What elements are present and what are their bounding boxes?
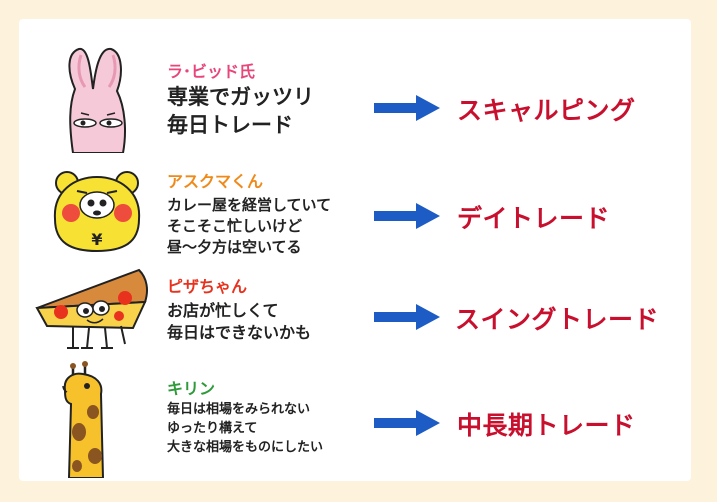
right-arrow-icon	[374, 95, 440, 121]
character-name: アスクマくん	[167, 172, 264, 191]
right-arrow-icon	[374, 304, 440, 330]
bear-icon: ¥	[53, 171, 141, 253]
giraffe-text: キリン 毎日は相場をみられない ゆったり構えて 大きな相場をものにしたい	[167, 380, 323, 457]
row-rabbit: ラ･ビッド氏 専業でガッツリ 毎日トレード スキャルピング	[19, 41, 691, 153]
description-line: お店が忙しくて	[167, 301, 279, 320]
character-description: お店が忙しくて 毎日はできないかも	[167, 300, 311, 344]
description-line: ゆったり構えて	[167, 421, 258, 436]
rabbit-text: ラ･ビッド氏 専業でガッツリ 毎日トレード	[167, 63, 314, 139]
description-line: 毎日はできないかも	[167, 323, 312, 342]
character-name: ピザちゃん	[167, 277, 248, 296]
right-arrow-icon	[374, 410, 440, 436]
giraffe-icon	[62, 361, 105, 478]
trade-style-label: スキャルピング	[457, 96, 636, 125]
character-description: カレー屋を経営していて そこそこ忙しいけど 昼〜夕方は空いてる	[167, 195, 331, 258]
description-line: 大きな相場をものにしたい	[167, 440, 324, 455]
bear-text: アスクマくん カレー屋を経営していて そこそこ忙しいけど 昼〜夕方は空いてる	[167, 173, 331, 258]
character-description: 専業でガッツリ 毎日トレード	[167, 83, 314, 139]
content-card: ラ･ビッド氏 専業でガッツリ 毎日トレード スキャルピング ¥ アスクマく	[19, 19, 691, 481]
pizza-icon	[35, 268, 148, 349]
character-name: ラ･ビッド氏	[167, 62, 256, 81]
description-line: 毎日は相場をみられない	[167, 402, 311, 417]
row-bear: ¥ アスクマくん カレー屋を経営していて そこそこ忙しいけど 昼〜夕方は空いてる…	[19, 161, 691, 271]
trade-style-label: 中長期トレード	[457, 411, 636, 440]
trade-style-label: デイトレード	[457, 204, 611, 233]
description-line: 専業でガッツリ	[167, 85, 314, 109]
character-name: キリン	[167, 379, 216, 398]
description-line: そこそこ忙しいけど	[167, 217, 303, 235]
yen-badge: ¥	[91, 230, 102, 249]
pizza-text: ピザちゃん お店が忙しくて 毎日はできないかも	[167, 278, 311, 344]
description-line: カレー屋を経営していて	[167, 196, 332, 214]
right-arrow-icon	[374, 203, 440, 229]
description-line: 毎日トレード	[167, 113, 293, 137]
description-line: 昼〜夕方は空いてる	[167, 238, 302, 256]
row-giraffe: キリン 毎日は相場をみられない ゆったり構えて 大きな相場をものにしたい 中長期…	[19, 354, 691, 479]
trade-style-label: スイングトレード	[455, 305, 660, 334]
row-pizza: ピザちゃん お店が忙しくて 毎日はできないかも スイングトレード	[19, 264, 691, 359]
character-description: 毎日は相場をみられない ゆったり構えて 大きな相場をものにしたい	[167, 400, 323, 457]
rabbit-icon	[68, 48, 126, 153]
